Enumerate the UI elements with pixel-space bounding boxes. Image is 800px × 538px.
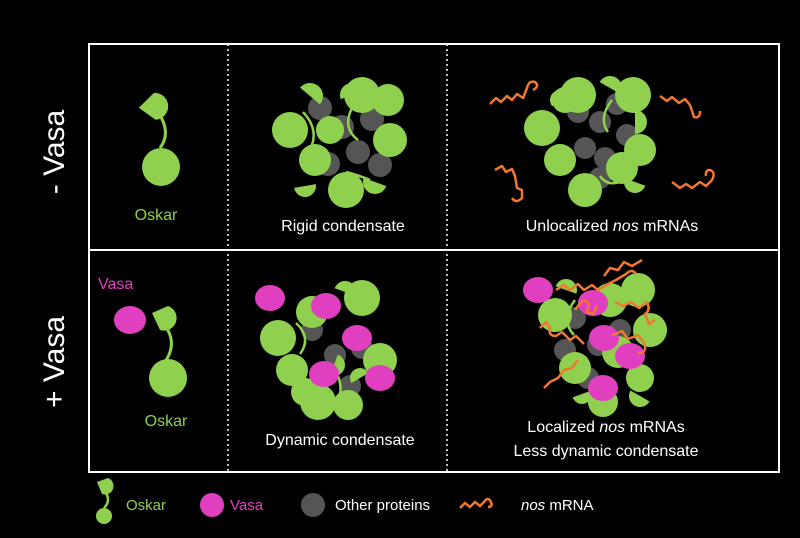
legend-other-proteins-label: Other proteins [335, 497, 430, 514]
oskar-head [294, 184, 316, 197]
vasa-protein [578, 290, 608, 316]
other-protein [368, 153, 392, 177]
label-oskar-top: Oskar [135, 207, 178, 224]
legend-nos-mrna-label: nos mRNA [521, 497, 594, 514]
nos-mrna-strand [555, 269, 638, 292]
oskar-body [316, 116, 344, 144]
oskar-head [635, 110, 647, 134]
oskar-body [372, 84, 404, 116]
oskar-body [615, 77, 651, 113]
oskar-body [333, 390, 363, 420]
oskar-body [626, 364, 654, 392]
oskar-linker [346, 107, 359, 141]
oskar-molecule-single [138, 92, 180, 186]
oskar-body [373, 123, 407, 157]
vasa-oskar-pair [114, 306, 187, 397]
legend-vasa-icon [200, 493, 224, 517]
oskar-head [350, 368, 369, 383]
oskar-linker [302, 111, 315, 146]
oskar-linker [345, 170, 371, 182]
oskar-body [524, 110, 560, 146]
nos-mrna-strand [494, 164, 524, 203]
legend: Oskar Vasa Other proteins nos mRNA [96, 478, 594, 524]
oskar-linker [602, 99, 613, 133]
oskar-head [629, 390, 650, 407]
oskar-head [572, 390, 592, 404]
oskar-body [260, 320, 296, 356]
nos-mrna-strand [539, 320, 585, 345]
vasa-protein [588, 375, 618, 401]
oskar-linker [334, 375, 342, 403]
label-rigid-condensate: Rigid condensate [281, 218, 405, 235]
oskar-body [568, 173, 602, 207]
nos-mrna-strand [603, 258, 643, 277]
oskar-body [299, 144, 331, 176]
oskar-head [340, 83, 364, 100]
oskar-body [606, 152, 638, 184]
oskar-body [291, 378, 319, 406]
oskar-body [276, 354, 308, 386]
label-oskar-bottom: Oskar [145, 413, 188, 430]
nos-mrna-strand [611, 329, 647, 355]
nos-mrna-strand [671, 168, 715, 190]
label-dynamic-condensate: Dynamic condensate [265, 432, 415, 449]
nos-mrna-strand [659, 94, 702, 119]
legend-oskar-icon [96, 478, 114, 524]
vasa-protein [309, 361, 339, 387]
legend-other-proteins-icon [301, 493, 325, 517]
vasa-protein [365, 365, 395, 391]
dynamic-condensate-cluster [255, 280, 397, 420]
oskar-linker [566, 299, 577, 336]
vasa-protein [615, 343, 645, 369]
oskar-head [363, 177, 387, 194]
rigid-condensate-cluster [272, 77, 407, 208]
label-less-dynamic-condensate: Less dynamic condensate [514, 443, 699, 460]
oskar-linker [598, 175, 626, 185]
unlocalized-nos-mrnas [489, 80, 715, 203]
legend-nos-mrna-icon [459, 497, 493, 509]
legend-vasa-label: Vasa [230, 497, 264, 514]
oskar-head [624, 178, 646, 193]
oskar-body [621, 273, 655, 307]
localized-condensate-cluster [523, 273, 667, 417]
nos-mrna-strand [489, 80, 539, 105]
oskar-head [599, 76, 622, 94]
label-vasa-bottom: Vasa [98, 276, 133, 293]
oskar-body [544, 144, 576, 176]
vasa-protein [589, 325, 619, 351]
label-localized-nos: Localized nos mRNAs [527, 419, 684, 436]
oskar-head [334, 281, 356, 296]
oskar-head [300, 83, 323, 105]
other-protein [574, 137, 596, 159]
oskar-linker [295, 322, 307, 355]
oskar-body [559, 352, 591, 384]
oskar-body [272, 112, 308, 148]
other-protein [360, 107, 384, 131]
nos-mrna-strand [543, 359, 579, 389]
vasa-protein [342, 325, 372, 351]
oskar-body [328, 172, 364, 208]
vasa-protein [311, 293, 341, 319]
nos-mrna-strand [614, 300, 656, 326]
other-protein [308, 96, 332, 120]
oskar-head [550, 90, 568, 107]
other-protein [346, 140, 370, 164]
oskar-body [633, 313, 667, 347]
vasa-protein [523, 277, 553, 303]
unlocalized-condensate-cluster [524, 76, 656, 207]
row-label-minus-vasa: - Vasa [38, 109, 71, 194]
row-label-plus-vasa: + Vasa [38, 316, 71, 408]
localized-nos-mrnas [539, 258, 656, 389]
legend-oskar-label: Oskar [126, 497, 166, 514]
label-unlocalized-nos: Unlocalized nos mRNAs [526, 218, 699, 235]
vasa-protein [255, 285, 285, 311]
nos-mrna-strand [574, 299, 599, 316]
grid-frame [88, 43, 780, 473]
